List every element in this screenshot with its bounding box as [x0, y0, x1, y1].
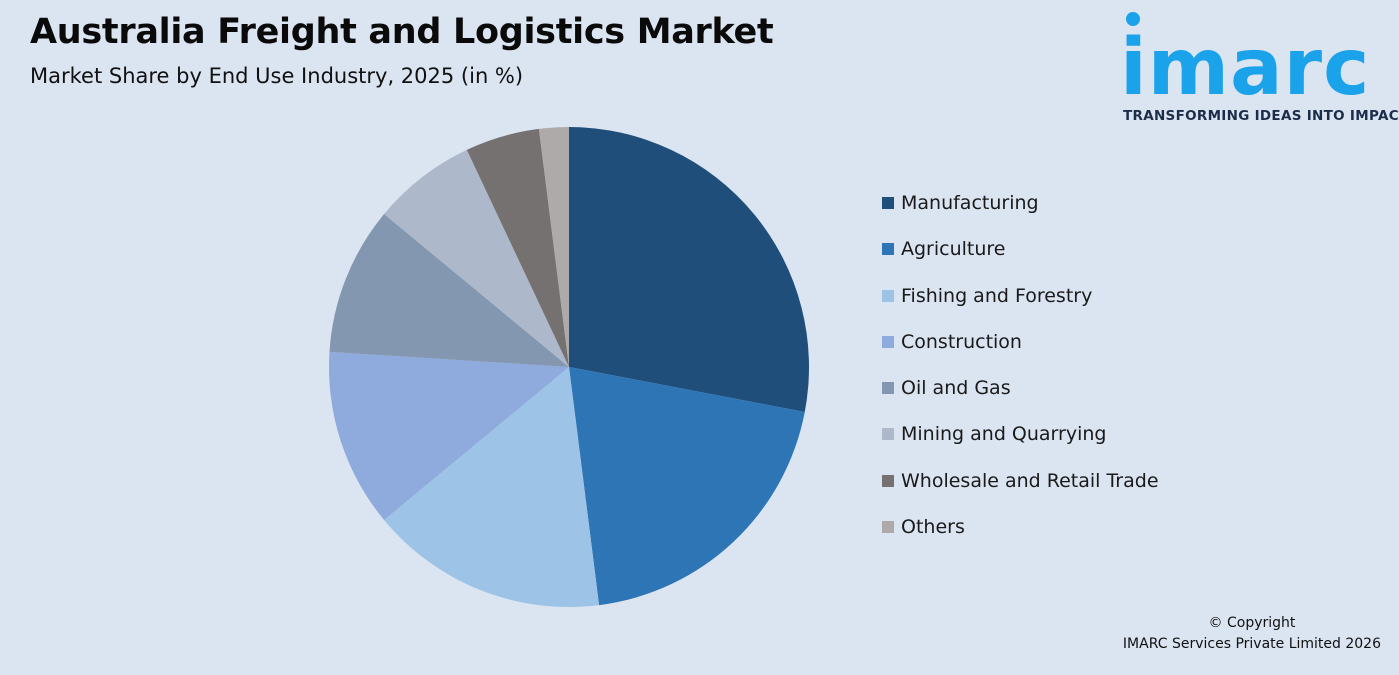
chart-title: Australia Freight and Logistics Market — [30, 12, 774, 52]
logo-dot-icon — [1126, 12, 1140, 26]
legend-item: Others — [882, 513, 1159, 559]
legend-swatch — [882, 382, 894, 395]
legend-swatch — [882, 521, 894, 534]
pie-slice-manufacturing — [569, 127, 809, 412]
pie-chart — [329, 127, 809, 607]
pie-slice-agriculture — [569, 367, 805, 606]
legend-label: Manufacturing — [901, 192, 1039, 214]
legend-item: Fishing and Forestry — [882, 282, 1159, 328]
legend-item: Manufacturing — [882, 189, 1159, 235]
pie-slice-fishing-and-forestry — [384, 367, 600, 607]
copyright-notice: © Copyright IMARC Services Private Limit… — [1123, 613, 1381, 655]
legend-label: Others — [901, 516, 965, 539]
legend-swatch — [882, 428, 894, 441]
legend-label: Construction — [901, 330, 1022, 353]
legend-item: Construction — [882, 328, 1159, 374]
legend-item: Wholesale and Retail Trade — [882, 467, 1159, 513]
pie-slice-construction — [329, 351, 569, 520]
logo-tagline: TRANSFORMING IDEAS INTO IMPACT — [1123, 108, 1399, 124]
legend-label: Fishing and Forestry — [901, 284, 1093, 307]
legend-item: Mining and Quarrying — [882, 420, 1159, 466]
pie-slice-oil-and-gas — [329, 214, 569, 367]
pie-slice-mining-and-quarrying — [384, 149, 569, 367]
chart-subtitle: Market Share by End Use Industry, 2025 (… — [30, 64, 524, 88]
legend-swatch — [882, 289, 894, 302]
logo-wordmark: imarc — [1120, 23, 1371, 113]
legend-swatch — [882, 474, 894, 487]
legend-swatch — [882, 335, 894, 348]
copyright-line-2: IMARC Services Private Limited 2026 — [1122, 636, 1381, 652]
legend-label: Mining and Quarrying — [901, 423, 1107, 446]
legend-swatch — [882, 243, 894, 256]
imarc-logo: imarc TRANSFORMING IDEAS INTO IMPACT — [1110, 8, 1399, 128]
legend-item: Oil and Gas — [882, 374, 1159, 420]
pie-slice-others — [538, 127, 569, 367]
copyright-line-1: © Copyright — [1208, 615, 1296, 631]
legend-label: Oil and Gas — [901, 377, 1011, 400]
legend-label: Wholesale and Retail Trade — [901, 469, 1159, 492]
legend-item: Agriculture — [882, 235, 1159, 281]
legend-swatch — [882, 197, 894, 209]
pie-slice-wholesale-and-retail-trade — [466, 128, 569, 367]
legend-label: Agriculture — [901, 238, 1006, 261]
